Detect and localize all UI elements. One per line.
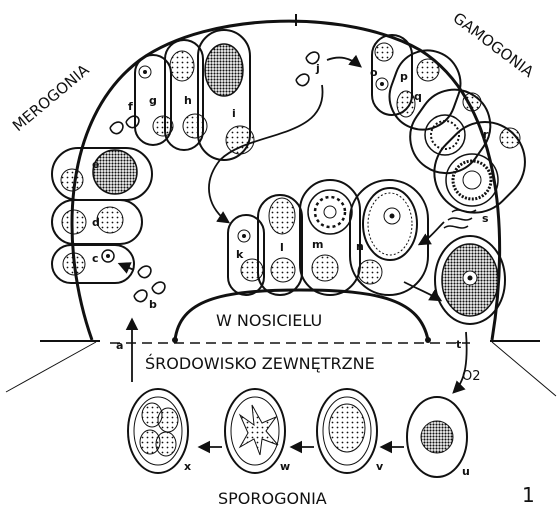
oxygen-label: O2 (462, 369, 481, 384)
sporogony-oocysts (128, 389, 467, 477)
central-cells (228, 180, 428, 295)
stage-letter: i (232, 107, 236, 120)
stage-letter: f (128, 100, 133, 113)
stage-letter: o (370, 66, 378, 79)
stage-letter: v (376, 460, 384, 473)
stage-letter: e (92, 158, 99, 171)
unsporulated-oocyst (435, 236, 505, 324)
stage-letter: s (482, 212, 489, 225)
merogony-cells (52, 148, 152, 283)
gamogony-label: GAMOGONIA (450, 9, 538, 82)
stage-letter: p (400, 70, 408, 83)
stage-letter: k (236, 248, 244, 261)
stage-letter: l (280, 241, 284, 254)
stage-letter: w (280, 460, 290, 473)
stage-letter: g (149, 94, 157, 107)
stage-letter: c (92, 252, 99, 265)
stage-letter: u (462, 465, 470, 478)
in-host-label: W NOSICIELU (216, 311, 322, 330)
stage-letter: a (116, 339, 123, 352)
stage-letter: q (414, 90, 422, 103)
sporogony-label: SPOROGONIA (218, 489, 327, 508)
stage-letter: h (184, 94, 192, 107)
stage-letter: t (456, 338, 461, 351)
figure-number: 1 (522, 483, 535, 507)
stage-letter: r (483, 128, 489, 141)
stage-letter: j (315, 62, 320, 75)
stage-letter: x (184, 460, 191, 473)
stage-letter: n (356, 240, 364, 253)
stage-letter: d (92, 216, 100, 229)
stage-letter: m (312, 238, 323, 251)
stage-letter: b (149, 298, 157, 311)
environment-label: ŚRODOWISKO ZEWNĘTRZNE (145, 354, 375, 373)
merogony-label: MEROGONIA (9, 60, 93, 135)
cycle-arrows (120, 58, 467, 447)
